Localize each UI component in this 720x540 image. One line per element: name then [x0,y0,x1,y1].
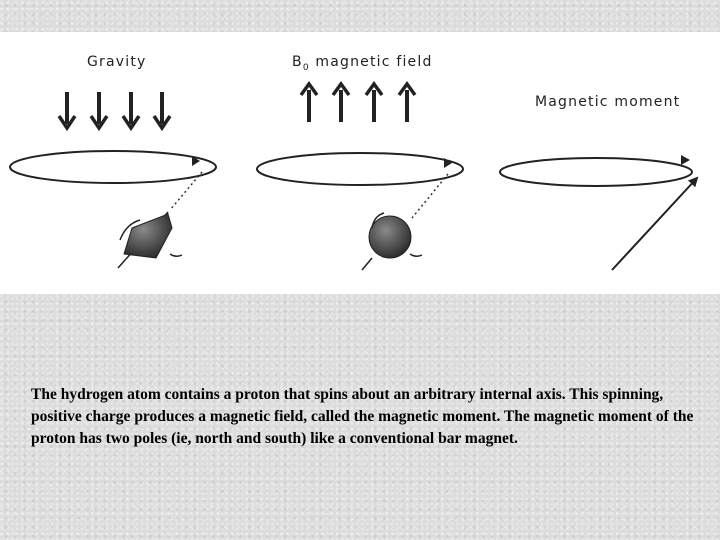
field-subscript: 0 [302,62,310,73]
up-arrow-icon [364,81,384,122]
b0-field-label: B0 magnetic field [292,54,433,73]
up-arrow-icon [331,81,351,122]
gravity-arrows [57,92,172,132]
up-arrow-icon [299,81,319,122]
orbit-direction-icon [681,155,690,165]
down-arrow-icon [89,92,109,132]
spinning-top [117,171,203,269]
magnetic-field-arrows [299,81,417,122]
orbit-direction-icon [444,158,452,168]
caption-text: The hydrogen atom contains a proton that… [31,386,694,447]
label-text: Magnetic moment [535,94,681,110]
spinning-proton [361,173,449,271]
precession-orbit [499,157,693,187]
label-text: magnetic field [309,54,433,70]
magnetic-moment-vector [611,176,699,271]
diagram-graphics [9,81,699,271]
down-arrow-icon [152,92,172,132]
label-text: Gravity [87,54,147,70]
field-symbol: B [292,54,303,70]
gravity-label: Gravity [87,54,147,70]
precession-orbit [9,150,217,184]
spin-axis [169,171,203,211]
up-arrow-icon [397,81,417,122]
down-arrow-icon [57,92,77,132]
down-arrow-icon [121,92,141,132]
magnetic-moment-label: Magnetic moment [535,94,680,110]
precession-orbit [256,152,464,186]
orbit-direction-icon [192,156,200,166]
diagram-figure: Gravity B0 magnetic field Magnetic momen… [0,32,720,294]
